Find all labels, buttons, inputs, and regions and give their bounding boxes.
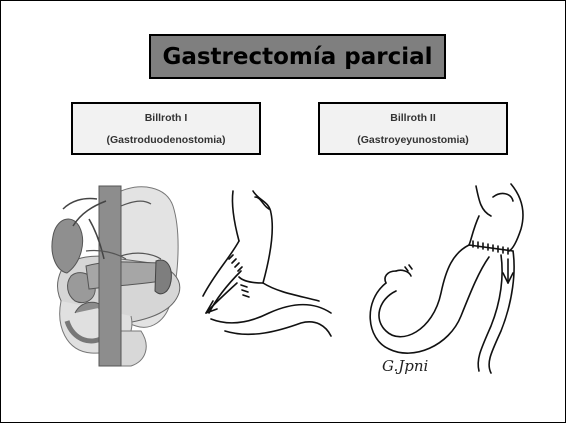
signature: G.Jpni bbox=[382, 357, 428, 375]
billroth1-sketch bbox=[203, 191, 331, 336]
billroth2-sketch bbox=[370, 184, 523, 373]
anatomy-illustration bbox=[52, 186, 180, 366]
